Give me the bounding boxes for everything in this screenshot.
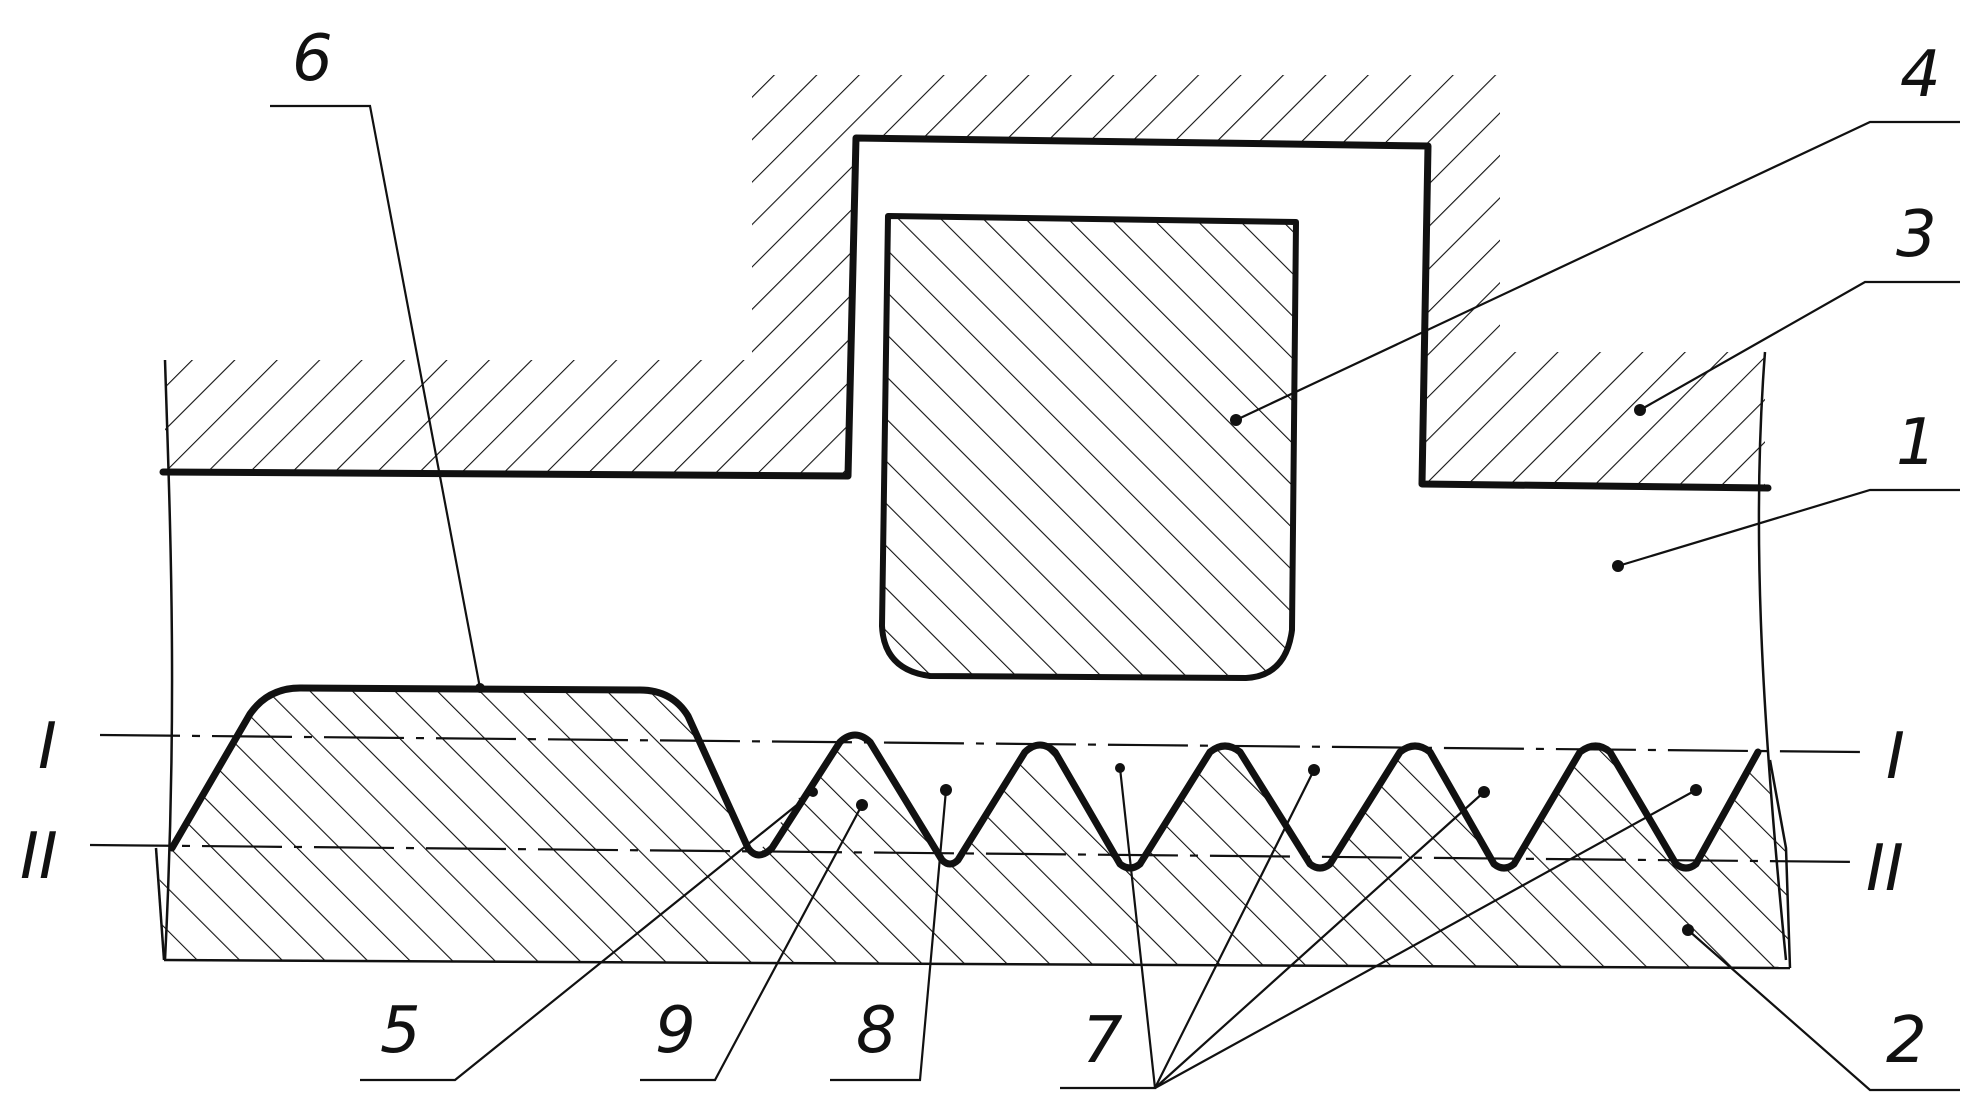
label-I-left: I (38, 710, 57, 784)
base-hatched-region (158, 688, 1790, 968)
reference-lines (89, 733, 1861, 864)
label-II-right: II (1866, 832, 1904, 906)
leader-6 (270, 104, 482, 689)
leader-3 (1639, 280, 1960, 411)
line-I (99, 733, 1861, 754)
label-I-right: I (1886, 720, 1905, 794)
insert-part-4 (879, 213, 1299, 681)
leader-lines (270, 104, 1960, 1092)
label-1: 1 (1896, 406, 1937, 480)
label-3: 3 (1896, 198, 1937, 272)
leader-4 (1235, 120, 1960, 421)
base-right-edge (1768, 759, 1792, 969)
label-7: 7 (1082, 1004, 1123, 1078)
leader-9 (640, 804, 863, 1082)
leader-1 (1617, 488, 1960, 568)
housing-profile-line (159, 134, 1772, 492)
label-2: 2 (1886, 1004, 1927, 1078)
base-bottom-line (163, 958, 1791, 970)
line-II (89, 843, 1861, 864)
leader-7-c (1154, 791, 1485, 1089)
label-8: 8 (856, 994, 897, 1068)
base-left-edge (154, 847, 166, 961)
label-9: 9 (655, 994, 696, 1068)
label-6: 6 (292, 22, 333, 96)
base-part-2 (154, 684, 1792, 970)
leader-8 (830, 789, 948, 1082)
leader-7-b (1154, 769, 1315, 1089)
label-4: 4 (1900, 38, 1941, 112)
leader-7-d (1154, 789, 1697, 1089)
labels: 6 4 3 1 2 5 9 8 7 I I II II (20, 22, 1941, 1078)
label-II-left: II (20, 820, 58, 894)
label-5: 5 (380, 994, 421, 1068)
leader-5 (360, 791, 814, 1082)
leader-2 (1687, 929, 1960, 1092)
